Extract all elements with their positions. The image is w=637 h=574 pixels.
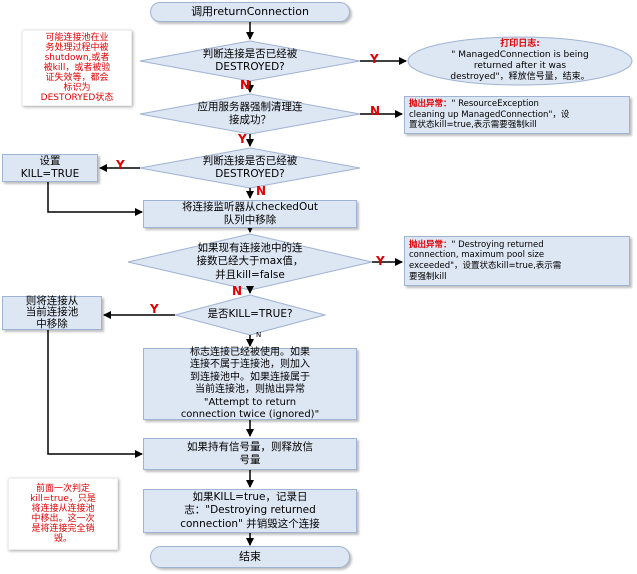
label-d4-no: N — [232, 284, 243, 298]
process-release-signal: 如果持有信号量，则释放信 号量 — [143, 438, 357, 470]
side-set-kill-label: 设置 KILL=TRUE — [20, 154, 80, 180]
decision-destroyed-label: 判断连接是否已经被 DESTROYED? — [202, 47, 298, 73]
side-exception-max-pool-title: 抛出异常： — [409, 239, 452, 250]
decision-cleanup: 应用服务器强制清理连 接成功？ — [140, 94, 360, 134]
arrow-kill-to-remove — [47, 182, 143, 216]
process-mark-used-label: 标志连接已经被使用。如果 连接不属于连接池，则加入 到连接池中。如果连接属于 当… — [180, 346, 320, 421]
label-d5-yes: Y — [150, 302, 159, 316]
side-exception-cleanup-title: 抛出异常： — [409, 99, 452, 110]
side-exception-cleanup-text: 抛出异常：" ResourceException cleaning up Man… — [409, 99, 569, 131]
side-exception-cleanup: 抛出异常：" ResourceException cleaning up Man… — [404, 96, 630, 134]
label-d5-no: N — [256, 331, 262, 339]
label-d1-no: N — [240, 78, 251, 92]
process-remove-checkedout: 将连接监听器从checkedOut 队列中移除 — [143, 200, 357, 228]
decision-pool-max: 如果现有连接池中的连 接数已经大于max值， 并且kill=false — [128, 234, 372, 290]
start-terminal: 调用returnConnection — [150, 2, 350, 22]
side-remove-pool-label: 则将连接从 当前连接池 中移除 — [25, 294, 79, 330]
label-d3-yes: Y — [116, 158, 125, 172]
label-d1-yes: Y — [370, 52, 379, 66]
side-set-kill: 设置 KILL=TRUE — [2, 154, 98, 182]
process-log-destroy: 如果KILL=true，记录日 志："Destroying returned c… — [143, 489, 357, 533]
side-log: 打印日志:" ManagedConnection is being return… — [412, 38, 628, 84]
note-destroyed-reason: 可能连接池在业 务处理过程中被 shutdown,或者 被kill，或者被验 证… — [22, 30, 132, 106]
side-exception-max-pool-text: 抛出异常：" Destroying returned connection, m… — [409, 240, 561, 283]
decision-kill: 是否KILL=TRUE? — [175, 295, 325, 335]
process-release-signal-label: 如果持有信号量，则释放信 号量 — [187, 440, 313, 466]
note-kill-explanation-text: 前面一次判定 kill=true，只是 将连接从连接池 中移出。这一次 是将连接… — [30, 483, 96, 545]
process-mark-used: 标志连接已经被使用。如果 连接不属于连接池，则加入 到连接池中。如果连接属于 当… — [143, 346, 357, 421]
note-destroyed-reason-text: 可能连接池在业 务处理过程中被 shutdown,或者 被kill，或者被验 证… — [40, 32, 114, 104]
side-log-title: 打印日志: — [500, 39, 540, 50]
side-exception-cleanup-body: " ResourceException cleaning up ManagedC… — [409, 99, 570, 131]
decision-destroyed-2-label: 判断连接是否已经被 DESTROYED? — [202, 154, 298, 180]
side-log-body: " ManagedConnection is being returned af… — [450, 50, 590, 82]
end-label: 结束 — [239, 550, 261, 564]
side-log-text: 打印日志:" ManagedConnection is being return… — [450, 39, 589, 82]
arrow-remove-pool-to-release — [47, 330, 143, 458]
side-log-shape — [407, 36, 633, 86]
side-exception-max-pool: 抛出异常：" Destroying returned connection, m… — [404, 236, 630, 286]
decision-pool-max-label: 如果现有连接池中的连 接数已经大于max值， 并且kill=false — [196, 242, 304, 281]
side-exception-max-pool-body: " Destroying returned connection, maximu… — [409, 239, 562, 282]
decision-kill-label: 是否KILL=TRUE? — [207, 308, 293, 321]
label-d4-yes: Y — [376, 254, 385, 268]
label-d2-no: N — [370, 104, 381, 118]
label-d3-no: N — [256, 184, 267, 198]
end-terminal: 结束 — [150, 546, 350, 568]
side-remove-pool: 则将连接从 当前连接池 中移除 — [2, 294, 102, 330]
note-kill-explanation: 前面一次判定 kill=true，只是 将连接从连接池 中移出。这一次 是将连接… — [8, 478, 118, 550]
decision-destroyed: 判断连接是否已经被 DESTROYED? — [140, 41, 360, 81]
label-d2-yes: Y — [238, 132, 247, 146]
process-log-destroy-label: 如果KILL=true，记录日 志："Destroying returned c… — [180, 491, 320, 530]
start-label: 调用returnConnection — [191, 5, 309, 19]
process-remove-checkedout-label: 将连接监听器从checkedOut 队列中移除 — [181, 200, 319, 226]
decision-cleanup-label: 应用服务器强制清理连 接成功？ — [197, 100, 303, 126]
decision-destroyed-2: 判断连接是否已经被 DESTROYED? — [140, 148, 360, 188]
